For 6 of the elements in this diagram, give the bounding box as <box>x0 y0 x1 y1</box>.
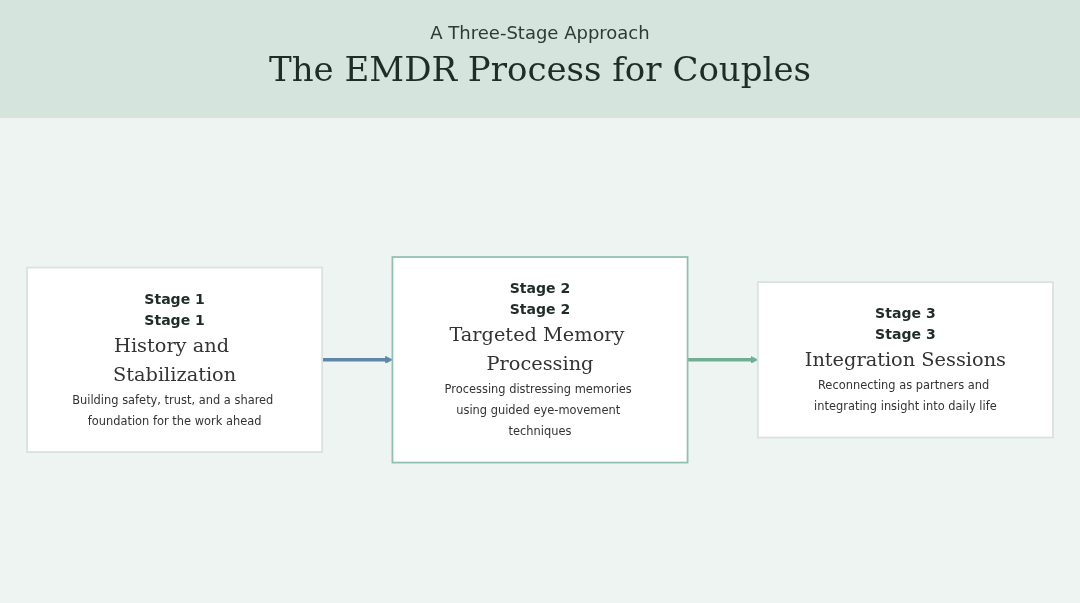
title: The EMDR Process for Couples <box>269 49 811 89</box>
node-box: Stage 1 Stage 1 History and Stabilization Building safety, trust, and a shared foundation for the work ahead <box>26 266 324 454</box>
node-box: Stage 2 Stage 2 Targeted Memory Processing Processing distressing memories using guided eye-movement techniques <box>391 256 689 464</box>
arrow <box>322 356 393 364</box>
subtitle: A Three-Stage Approach <box>430 22 650 43</box>
node-box: Stage 3 Stage 3 Integration Sessions Reconnecting as partners and integrating insight into daily life <box>756 281 1054 439</box>
